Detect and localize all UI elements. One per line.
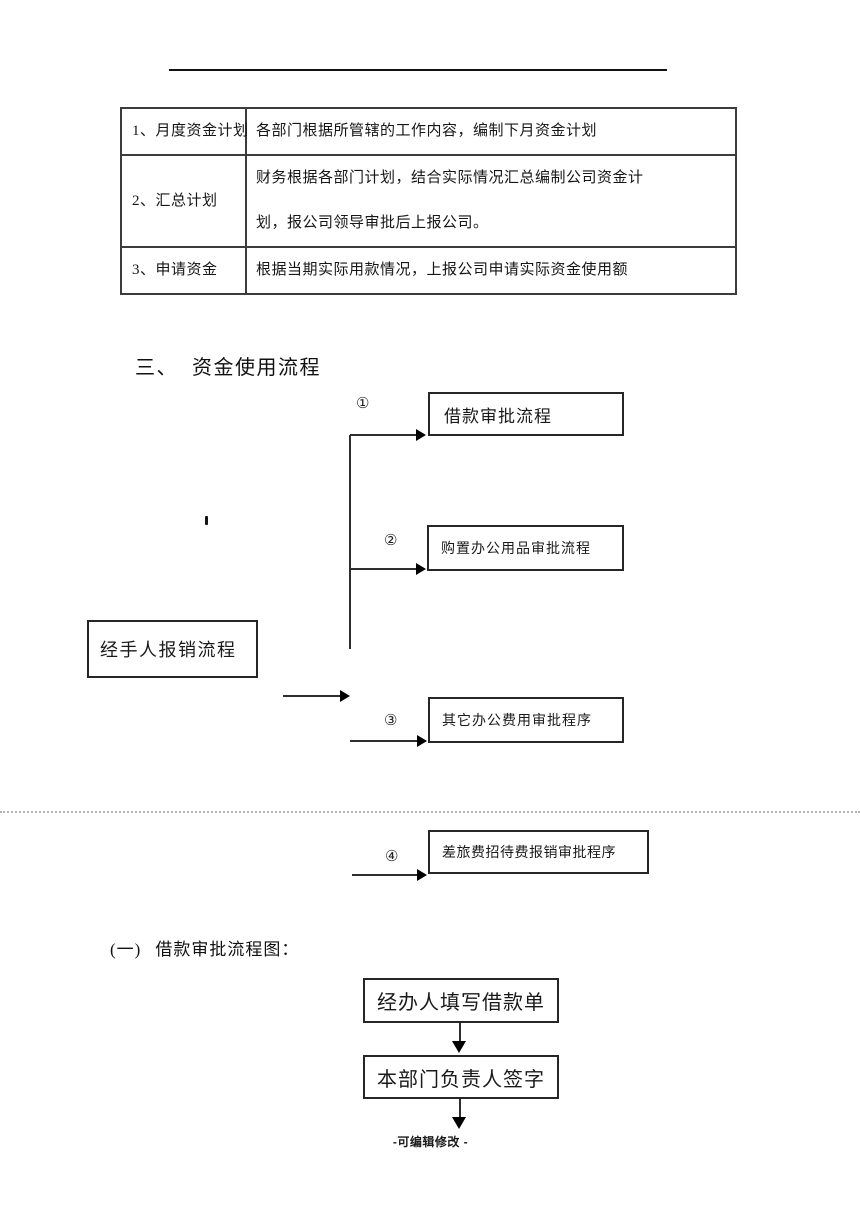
row-desc-line1: 财务根据各部门计划，结合实际情况汇总编制公司资金计	[256, 170, 644, 186]
table-cell-label: 3、申请资金	[120, 246, 247, 295]
branch-number-1: ①	[356, 396, 370, 412]
flow-box-handler-reimbursement: 经手人报销流程	[87, 620, 258, 678]
flow-box-label: 其它办公费用审批程序	[442, 714, 592, 729]
flow-box-label: 购置办公用品审批流程	[441, 542, 591, 557]
connector-line-3	[350, 740, 418, 742]
stray-apostrophe-mark	[205, 516, 208, 525]
flow-box-label: 借款审批流程	[444, 406, 552, 426]
row-label: 3、申请资金	[132, 262, 218, 278]
row-desc-line2: 划，报公司领导审批后上报公司。	[256, 215, 489, 231]
arrowhead-right-icon	[416, 429, 426, 441]
table-cell-label: 1、月度资金计划	[120, 107, 249, 156]
row-label: 2、汇总计划	[132, 192, 218, 209]
row-desc: 根据当期实际用款情况，上报公司申请实际资金使用额	[256, 262, 629, 278]
subsection-title: 借款审批流程图：	[155, 940, 300, 959]
row-desc: 各部门根据所管辖的工作内容，编制下月资金计划	[256, 123, 598, 139]
flow-box-label: 经办人填写借款单	[377, 992, 545, 1014]
table-cell-desc: 根据当期实际用款情况，上报公司申请实际资金使用额	[245, 246, 737, 295]
trunk-line	[349, 435, 351, 649]
top-rule	[169, 69, 667, 71]
flow-box-travel-entertainment: 差旅费招待费报销审批程序	[428, 830, 649, 874]
subsection-heading-loan-approval: (一) 借款审批流程图：	[110, 935, 299, 960]
flow-box-label: 差旅费招待费报销审批程序	[442, 846, 616, 861]
table-row: 1、月度资金计划 各部门根据所管辖的工作内容，编制下月资金计划	[120, 107, 737, 156]
section-number: 三、	[135, 357, 178, 379]
connector-line-origin	[283, 695, 341, 697]
branch-number-3: ③	[384, 713, 398, 729]
table-row: 2、汇总计划 财务根据各部门计划，结合实际情况汇总编制公司资金计 划，报公司领导…	[120, 154, 737, 248]
arrowhead-down-icon	[452, 1041, 466, 1053]
table-row: 3、申请资金 根据当期实际用款情况，上报公司申请实际资金使用额	[120, 246, 737, 295]
down-connector-1	[459, 1023, 461, 1042]
table-cell-label: 2、汇总计划	[120, 154, 247, 248]
connector-line-4	[352, 874, 418, 876]
funds-plan-table: 1、月度资金计划 各部门根据所管辖的工作内容，编制下月资金计划 2、汇总计划 财…	[120, 107, 737, 295]
down-connector-2	[459, 1099, 461, 1118]
table-cell-desc: 财务根据各部门计划，结合实际情况汇总编制公司资金计 划，报公司领导审批后上报公司…	[245, 154, 737, 248]
loan-step-fill-form: 经办人填写借款单	[363, 978, 559, 1023]
loan-step-dept-head-sign: 本部门负责人签字	[363, 1055, 559, 1099]
flow-box-office-supplies: 购置办公用品审批流程	[427, 525, 624, 571]
branch-number-2: ②	[384, 533, 398, 549]
flow-box-label: 经手人报销流程	[100, 640, 237, 660]
arrowhead-right-icon	[417, 869, 427, 881]
row-label: 1、月度资金计划	[132, 123, 249, 139]
arrowhead-right-icon	[417, 735, 427, 747]
page-break-dotted-line	[0, 811, 860, 813]
connector-line-2	[350, 568, 417, 570]
subsection-number: (一)	[110, 940, 142, 959]
section-heading-funds-usage: 三、资金使用流程	[135, 351, 321, 380]
arrowhead-right-icon	[340, 690, 350, 702]
arrowhead-right-icon	[416, 563, 426, 575]
flow-box-label: 本部门负责人签字	[377, 1068, 545, 1091]
table-cell-desc: 各部门根据所管辖的工作内容，编制下月资金计划	[245, 107, 737, 156]
connector-line-1	[350, 434, 417, 436]
page-footer: -可编辑修改 -	[392, 1135, 469, 1149]
branch-number-4: ④	[385, 849, 399, 865]
flow-box-loan-approval: 借款审批流程	[428, 392, 624, 436]
section-title: 资金使用流程	[192, 357, 321, 379]
arrowhead-down-icon	[452, 1117, 466, 1129]
flow-box-other-expenses: 其它办公费用审批程序	[428, 697, 624, 743]
